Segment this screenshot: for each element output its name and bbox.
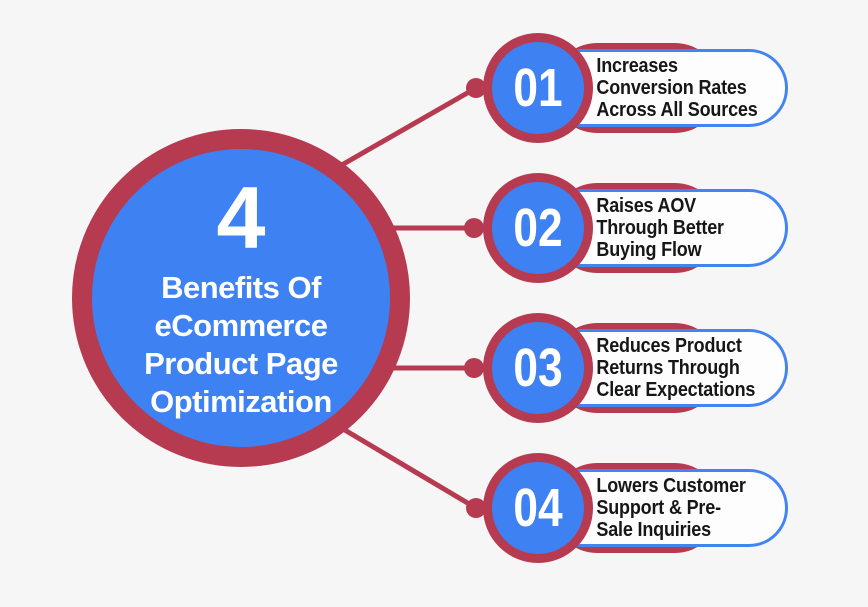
connector-line-4 <box>336 423 478 511</box>
connector-dot-4 <box>466 498 486 518</box>
benefit-number-circle-1: 01 <box>483 33 593 143</box>
benefit-item-2: Raises AOV Through Better Buying Flow 02 <box>483 173 793 283</box>
benefit-pill-1: Increases Conversion Rates Across All So… <box>552 49 788 127</box>
connector-line-1 <box>338 85 478 169</box>
benefit-pill-2: Raises AOV Through Better Buying Flow <box>552 189 788 267</box>
benefit-label-4: Lowers Customer Support & Pre- Sale Inqu… <box>596 475 746 541</box>
infographic-title: Benefits Of eCommerce Product Page Optim… <box>144 270 338 419</box>
benefit-pill-3: Reduces Product Returns Through Clear Ex… <box>552 329 788 407</box>
benefit-number-circle-2: 02 <box>483 173 593 283</box>
benefit-number-3: 03 <box>513 338 563 398</box>
benefit-number-circle-3: 03 <box>483 313 593 423</box>
connector-dot-1 <box>466 78 486 98</box>
benefit-label-3: Reduces Product Returns Through Clear Ex… <box>596 335 756 401</box>
benefit-item-1: Increases Conversion Rates Across All So… <box>483 33 793 143</box>
connector-dot-3 <box>464 358 484 378</box>
benefit-number-circle-4: 04 <box>483 453 593 563</box>
benefit-item-3: Reduces Product Returns Through Clear Ex… <box>483 313 793 423</box>
benefit-count: 4 <box>216 167 266 267</box>
connector-dot-2 <box>464 218 484 238</box>
benefit-label-2: Raises AOV Through Better Buying Flow <box>596 195 724 261</box>
central-circle: 4 Benefits Of eCommerce Product Page Opt… <box>72 129 410 467</box>
benefit-label-1: Increases Conversion Rates Across All So… <box>596 55 758 121</box>
benefit-number-2: 02 <box>513 198 563 258</box>
benefit-number-1: 01 <box>513 58 563 118</box>
benefit-number-4: 04 <box>513 478 563 538</box>
benefit-item-4: Lowers Customer Support & Pre- Sale Inqu… <box>483 453 793 563</box>
